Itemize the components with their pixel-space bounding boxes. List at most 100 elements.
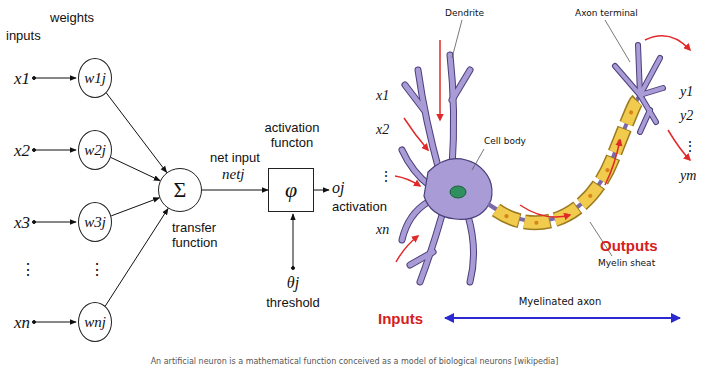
leader-lines <box>605 20 630 62</box>
input-arrows <box>34 322 76 323</box>
node-text: φ <box>285 178 297 202</box>
dendrites <box>402 150 430 186</box>
axon-length-arrow <box>445 317 680 319</box>
weight-circle: wnj <box>78 302 112 342</box>
axon <box>496 100 638 223</box>
axon-terminal <box>640 110 650 132</box>
dendrites <box>450 55 454 168</box>
input-symbol: x3 <box>14 213 30 233</box>
input-arrows <box>34 222 76 223</box>
node-text: w1j <box>84 70 106 87</box>
leader-lines <box>452 20 462 58</box>
node-text: w3j <box>84 214 106 231</box>
dendrites <box>468 216 474 282</box>
part-label: Dendrite <box>445 8 484 18</box>
part-label: activation functon <box>252 120 332 150</box>
input-symbol: x2 <box>14 141 30 161</box>
output-symbol: ym <box>680 168 696 184</box>
axon-terminal <box>615 66 640 95</box>
threshold-arrow <box>293 214 294 268</box>
dendrites <box>405 85 424 110</box>
part-label: Axon terminal <box>575 8 638 18</box>
dendrites <box>402 202 428 240</box>
input-symbol: x1 <box>14 69 30 89</box>
signal-arrows <box>520 205 570 217</box>
dendrites <box>418 70 440 174</box>
axon-terminal <box>615 45 663 132</box>
axon-terminal <box>615 66 640 95</box>
signal-arrows <box>395 36 690 262</box>
input-symbol: xn <box>376 222 389 238</box>
part-label: Myelin sheat <box>598 258 655 268</box>
axis-label: inputs <box>6 28 41 43</box>
math-symbol: netj <box>222 166 245 183</box>
ellipsis: ⋮ <box>20 260 36 279</box>
dendrites <box>420 215 442 282</box>
dendrites <box>450 55 454 168</box>
weight-circle: w2j <box>78 130 112 170</box>
output-arrow <box>314 190 329 191</box>
axon <box>488 95 640 221</box>
leader-lines <box>452 20 630 256</box>
dendrites <box>402 202 428 240</box>
input-arrows <box>34 78 76 79</box>
dendrites <box>468 216 474 282</box>
output-symbol: y1 <box>680 84 693 100</box>
axon-terminal <box>640 88 663 95</box>
connector-arrow <box>111 198 159 216</box>
axon-terminal <box>640 110 650 132</box>
cell-body <box>424 159 492 220</box>
part-label: threshold <box>266 295 319 310</box>
caption: An artificial neuron is a mathematical f… <box>0 357 709 366</box>
math-symbol: θj <box>287 274 299 292</box>
part-label: transfer function <box>172 220 234 250</box>
part-label: activation <box>332 199 387 214</box>
sum-circle: Σ <box>158 168 202 212</box>
ellipsis: ⋮ <box>379 168 393 185</box>
output-symbol: y2 <box>680 108 693 124</box>
node-text: w2j <box>84 142 106 159</box>
dendrites <box>410 252 433 265</box>
signal-arrows <box>404 118 428 150</box>
dendrites <box>420 215 442 282</box>
input-symbol: x1 <box>376 88 389 104</box>
signal-arrows <box>605 140 620 185</box>
leader-lines <box>472 149 484 170</box>
cell-body <box>450 186 466 198</box>
activation-box: φ <box>268 168 314 212</box>
input-symbol: xn <box>14 313 30 333</box>
axon <box>488 95 640 223</box>
dendrites <box>418 70 440 174</box>
output-arrow <box>314 190 329 191</box>
weight-circle: w3j <box>78 202 112 242</box>
axon-length-arrow <box>445 317 680 319</box>
axon-terminal <box>638 45 640 95</box>
signal-arrows <box>645 36 690 50</box>
region-label: Outputs <box>600 237 658 254</box>
edge-label: net input <box>208 150 262 165</box>
output-symbol: oj <box>332 179 344 197</box>
input-arrows <box>34 150 76 151</box>
cell-body <box>424 159 492 220</box>
axon-terminal <box>615 45 663 132</box>
connector-arrow <box>105 208 168 306</box>
signal-arrows <box>395 176 420 186</box>
connector-arrow <box>202 190 268 191</box>
axon-terminal <box>615 45 663 132</box>
signal-arrows <box>439 40 441 120</box>
axis-label: weights <box>50 10 94 25</box>
signal-arrows <box>396 236 418 262</box>
connector-arrow <box>111 157 160 180</box>
part-label: Cell body <box>484 136 526 146</box>
dendrites <box>402 150 430 186</box>
connector-arrow <box>106 93 166 173</box>
ellipsis: ⋮ <box>89 260 105 279</box>
axon-terminal <box>638 45 640 95</box>
axon <box>496 100 638 223</box>
input-symbol: x2 <box>376 122 389 138</box>
threshold-arrow <box>292 214 295 270</box>
ellipsis: ⋮ <box>683 138 697 155</box>
input-arrows <box>33 77 77 324</box>
